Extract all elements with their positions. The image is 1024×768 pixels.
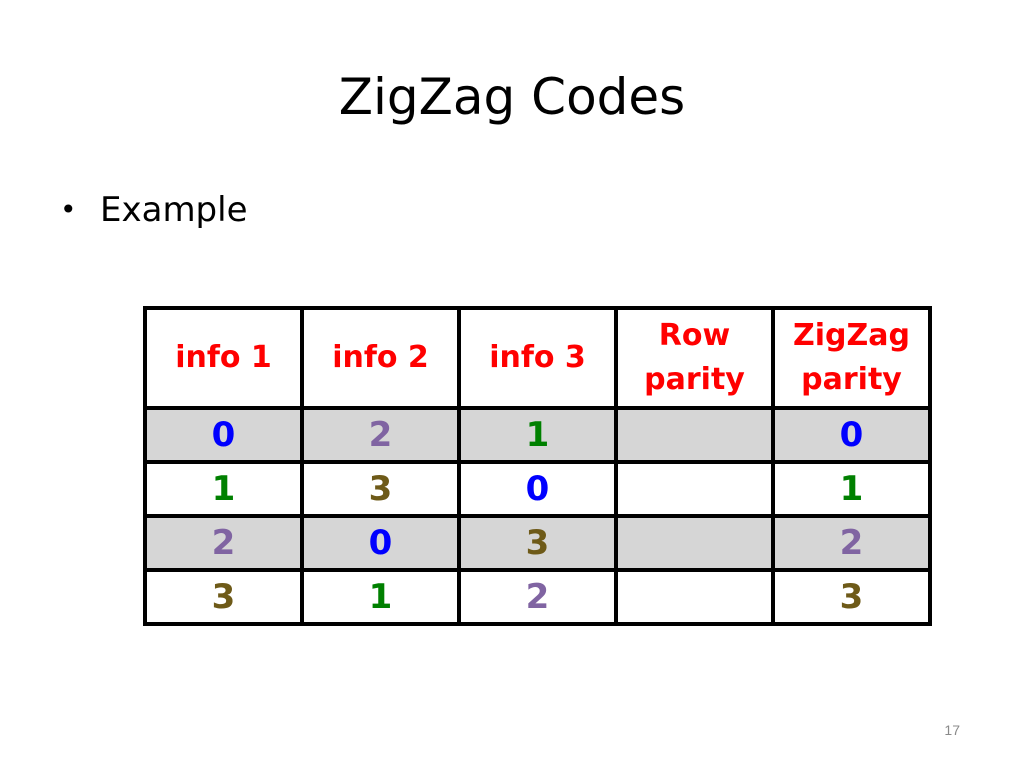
header-info-1: info 1 <box>143 306 304 410</box>
table-cell: 3 <box>300 460 461 518</box>
example-table-container: info 1 info 2 info 3 Row parity ZigZag p… <box>143 306 932 626</box>
table-cell: 3 <box>143 568 304 626</box>
table-cell: 0 <box>143 406 304 464</box>
table-cell: 3 <box>771 568 932 626</box>
table-cell: 1 <box>771 460 932 518</box>
table-row: 0 2 1 0 <box>143 406 932 464</box>
table-cell: 0 <box>771 406 932 464</box>
example-table: info 1 info 2 info 3 Row parity ZigZag p… <box>143 306 932 626</box>
header-info-2: info 2 <box>300 306 461 410</box>
header-info-3: info 3 <box>457 306 618 410</box>
table-cell: 2 <box>457 568 618 626</box>
table-cell: 0 <box>300 514 461 572</box>
table-cell: 2 <box>300 406 461 464</box>
slide-number: 17 <box>944 722 960 738</box>
header-zigzag-parity: ZigZag parity <box>771 306 932 410</box>
table-cell: 1 <box>143 460 304 518</box>
header-row-parity: Row parity <box>614 306 775 410</box>
table-cell <box>614 460 775 518</box>
table-cell: 0 <box>457 460 618 518</box>
table-row: 1 3 0 1 <box>143 460 932 518</box>
table-cell: 3 <box>457 514 618 572</box>
table-row: 2 0 3 2 <box>143 514 932 572</box>
table-cell <box>614 406 775 464</box>
table-cell: 1 <box>300 568 461 626</box>
table-header-row: info 1 info 2 info 3 Row parity ZigZag p… <box>143 306 932 410</box>
table-row: 3 1 2 3 <box>143 568 932 626</box>
table-cell: 1 <box>457 406 618 464</box>
bullet-text: Example <box>100 190 248 230</box>
table-cell <box>614 568 775 626</box>
table-cell <box>614 514 775 572</box>
bullet-item: • Example <box>60 186 248 234</box>
table-cell: 2 <box>771 514 932 572</box>
slide-title: ZigZag Codes <box>338 68 686 126</box>
table-cell: 2 <box>143 514 304 572</box>
bullet-dot-icon: • <box>60 193 77 226</box>
